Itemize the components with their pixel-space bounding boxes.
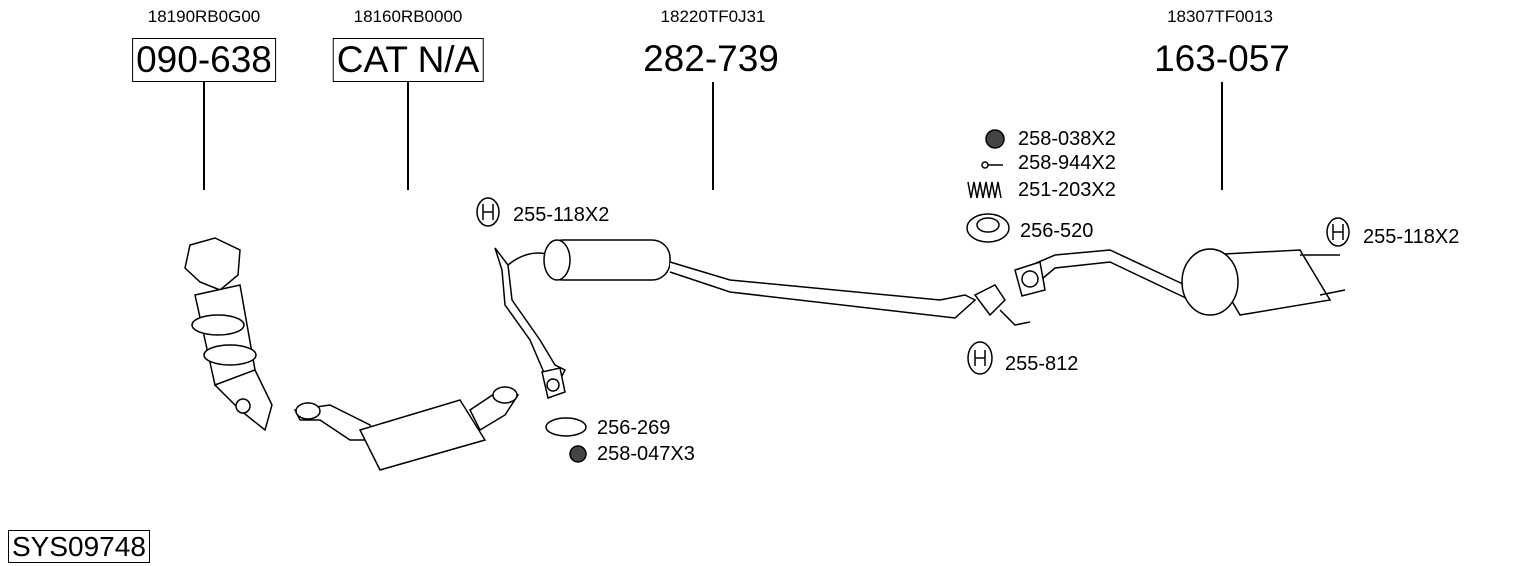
part-number-3[interactable]: 282-739: [643, 38, 779, 79]
label-nut-front[interactable]: 258-047X3: [597, 443, 695, 465]
gasket-icon: [545, 417, 587, 437]
part-number-2[interactable]: CAT N/A: [332, 38, 484, 82]
part-number-1[interactable]: 090-638: [132, 38, 276, 82]
spring-icon: [967, 181, 1002, 199]
oem-number-4: 18307TF0013: [1167, 7, 1273, 26]
front-pipe-drawing: [494, 239, 1031, 399]
catalytic-converter-drawing: [293, 386, 520, 471]
label-ring-rear[interactable]: 256-520: [1020, 220, 1094, 242]
system-code: SYS09748: [8, 530, 150, 563]
label-bolt[interactable]: 258-944X2: [1018, 152, 1116, 174]
rear-muffler-drawing: [1014, 248, 1346, 316]
label-hanger-front[interactable]: 255-118X2: [513, 204, 610, 226]
hanger-icons: [476, 197, 1350, 375]
label-spring[interactable]: 251-203X2: [1018, 179, 1116, 201]
label-hanger-rear[interactable]: 255-118X2: [1363, 226, 1460, 248]
label-gasket-front[interactable]: 256-269: [597, 417, 671, 439]
label-hanger-mid[interactable]: 255-812: [1005, 353, 1079, 375]
ring-icon: [966, 213, 1010, 243]
oem-number-2: 18160RB0000: [353, 7, 463, 26]
nut-icon: [569, 129, 1005, 463]
oem-number-3: 18220TF0J31: [660, 7, 766, 26]
part-number-4[interactable]: 163-057: [1154, 38, 1290, 79]
oem-number-1: 18190RB0G00: [147, 7, 261, 26]
hanger-icon: [1326, 217, 1350, 247]
label-nut-top[interactable]: 258-038X2: [1018, 128, 1116, 150]
manifold-catalyst-drawing: [184, 237, 273, 432]
leader-lines: [203, 81, 1223, 190]
hanger-icon: [476, 197, 500, 227]
bolt-icon: [981, 161, 1003, 169]
hanger-icon: [967, 341, 993, 375]
